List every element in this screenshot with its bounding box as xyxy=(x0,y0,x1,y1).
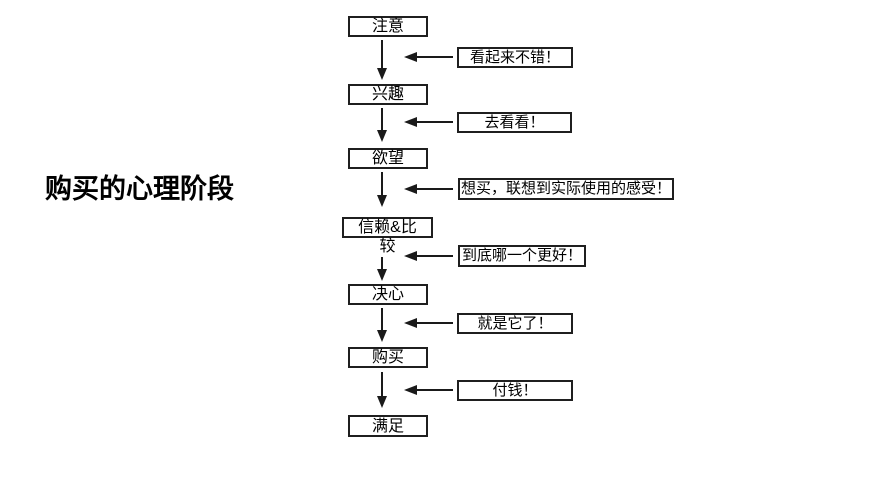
annotation-arrow-left-1 xyxy=(404,51,453,62)
annotation-arrow-left-5 xyxy=(404,317,453,328)
flow-stage-purchase: 购买 xyxy=(348,347,428,368)
flow-arrow-down-4 xyxy=(376,257,387,281)
annotation-arrow-left-3 xyxy=(404,183,453,194)
note-which-one-is-better: 到底哪一个更好！ xyxy=(458,245,586,267)
note-this-is-it: 就是它了！ xyxy=(457,313,573,334)
flow-arrow-down-6 xyxy=(376,372,387,408)
flow-stage-trust-comparison: 信赖&比 xyxy=(342,217,433,238)
flow-stage-interest: 兴趣 xyxy=(348,84,428,105)
annotation-arrow-left-4 xyxy=(404,250,453,261)
flow-arrow-down-1 xyxy=(376,40,387,80)
flow-stage-attention: 注意 xyxy=(348,16,428,37)
annotation-arrow-left-6 xyxy=(404,384,453,395)
note-go-take-a-look: 去看看！ xyxy=(457,112,572,133)
flow-stage-trust-comparison-overflow: 较 xyxy=(379,238,396,255)
flow-stage-decision: 决心 xyxy=(348,284,428,305)
page-title: 购买的心理阶段 xyxy=(45,174,234,204)
annotation-arrow-left-2 xyxy=(404,116,453,127)
note-looks-good: 看起来不错！ xyxy=(457,47,573,68)
flow-arrow-down-2 xyxy=(376,108,387,142)
flow-stage-desire: 欲望 xyxy=(348,148,428,169)
flow-arrow-down-3 xyxy=(376,172,387,207)
flow-arrow-down-5 xyxy=(376,308,387,342)
note-imagine-actual-use: 想买，联想到实际使用的感受！ xyxy=(458,178,674,200)
flow-stage-satisfaction: 满足 xyxy=(348,415,428,437)
note-pay-money: 付钱！ xyxy=(457,380,573,401)
